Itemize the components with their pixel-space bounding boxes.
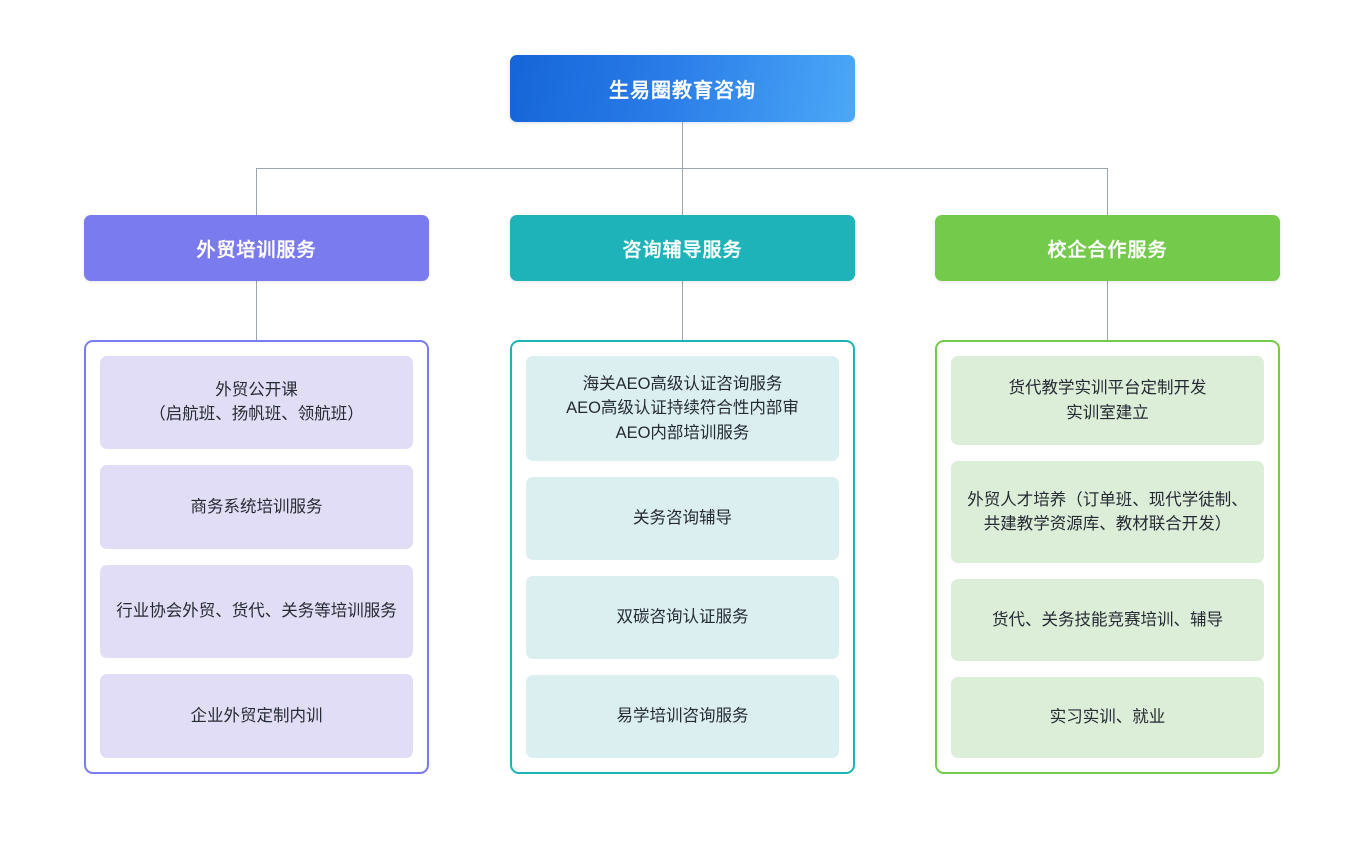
branch-item-label: 海关AEO高级认证咨询服务 AEO高级认证持续符合性内部审 AEO内部培训服务 [566, 374, 799, 442]
branch-column-zixun-fudao: 咨询辅导服务 海关AEO高级认证咨询服务 AEO高级认证持续符合性内部审 AEO… [510, 215, 855, 774]
branch-item-label: 实习实训、就业 [1049, 708, 1166, 727]
branch-item-card[interactable]: 易学培训咨询服务 [526, 674, 839, 758]
branch-item-label: 外贸公开课 （启航班、扬帆班、领航班） [149, 380, 364, 424]
branch-body-2: 货代教学实训平台定制开发 实训室建立 外贸人才培养（订单班、现代学徒制、共建教学… [935, 340, 1280, 774]
branch-column-xiaoqi-hezuo: 校企合作服务 货代教学实训平台定制开发 实训室建立 外贸人才培养（订单班、现代学… [935, 215, 1280, 774]
connector-header-body-2 [1107, 281, 1108, 340]
connector-bus-to-branch-0 [256, 168, 257, 215]
branch-header-label-0: 外贸培训服务 [196, 239, 317, 261]
branch-header-2[interactable]: 校企合作服务 [935, 215, 1280, 281]
branch-item-label: 易学培训咨询服务 [616, 707, 749, 726]
branch-item-label: 关务咨询辅导 [633, 508, 732, 527]
connector-bus-to-branch-2 [1107, 168, 1108, 215]
branch-item-label: 货代、关务技能竞赛培训、辅导 [992, 610, 1223, 629]
branch-item-label: 企业外贸定制内训 [190, 706, 323, 725]
branch-header-label-1: 咨询辅导服务 [622, 239, 743, 261]
connector-bus-to-branch-1 [682, 168, 683, 215]
branch-item-card[interactable]: 双碳咨询认证服务 [526, 575, 839, 659]
connector-header-body-0 [256, 281, 257, 340]
branch-body-0: 外贸公开课 （启航班、扬帆班、领航班） 商务系统培训服务 行业协会外贸、货代、关… [84, 340, 429, 774]
branch-item-label: 货代教学实训平台定制开发 实训室建立 [1008, 379, 1207, 422]
branch-item-card[interactable]: 实习实训、就业 [951, 676, 1264, 758]
branch-item-card[interactable]: 海关AEO高级认证咨询服务 AEO高级认证持续符合性内部审 AEO内部培训服务 [526, 356, 839, 461]
branch-header-0[interactable]: 外贸培训服务 [84, 215, 429, 281]
branch-item-label: 行业协会外贸、货代、关务等培训服务 [116, 602, 397, 621]
connector-horizontal-bus [256, 168, 1107, 169]
branch-header-label-2: 校企合作服务 [1047, 239, 1168, 261]
branch-item-card[interactable]: 企业外贸定制内训 [100, 673, 413, 758]
branch-item-card[interactable]: 外贸人才培养（订单班、现代学徒制、共建教学资源库、教材联合开发） [951, 461, 1264, 564]
branch-item-card[interactable]: 货代、关务技能竞赛培训、辅导 [951, 579, 1264, 661]
connector-root-trunk [682, 122, 683, 168]
branch-item-card[interactable]: 货代教学实训平台定制开发 实训室建立 [951, 356, 1264, 446]
connector-header-body-1 [682, 281, 683, 340]
branch-item-card[interactable]: 外贸公开课 （启航班、扬帆班、领航班） [100, 356, 413, 449]
root-node[interactable]: 生易圈教育咨询 [510, 55, 855, 122]
branch-item-card[interactable]: 商务系统培训服务 [100, 464, 413, 549]
branch-item-label: 双碳咨询认证服务 [616, 608, 749, 627]
branch-item-card[interactable]: 关务咨询辅导 [526, 476, 839, 560]
branch-column-waimao-peixun: 外贸培训服务 外贸公开课 （启航班、扬帆班、领航班） 商务系统培训服务 行业协会… [84, 215, 429, 774]
branch-header-1[interactable]: 咨询辅导服务 [510, 215, 855, 281]
root-node-label: 生易圈教育咨询 [609, 80, 756, 102]
branch-body-1: 海关AEO高级认证咨询服务 AEO高级认证持续符合性内部审 AEO内部培训服务 … [510, 340, 855, 774]
branch-item-card[interactable]: 行业协会外贸、货代、关务等培训服务 [100, 565, 413, 658]
branch-item-label: 外贸人才培养（订单班、现代学徒制、共建教学资源库、教材联合开发） [967, 490, 1248, 534]
branch-item-label: 商务系统培训服务 [190, 497, 323, 516]
